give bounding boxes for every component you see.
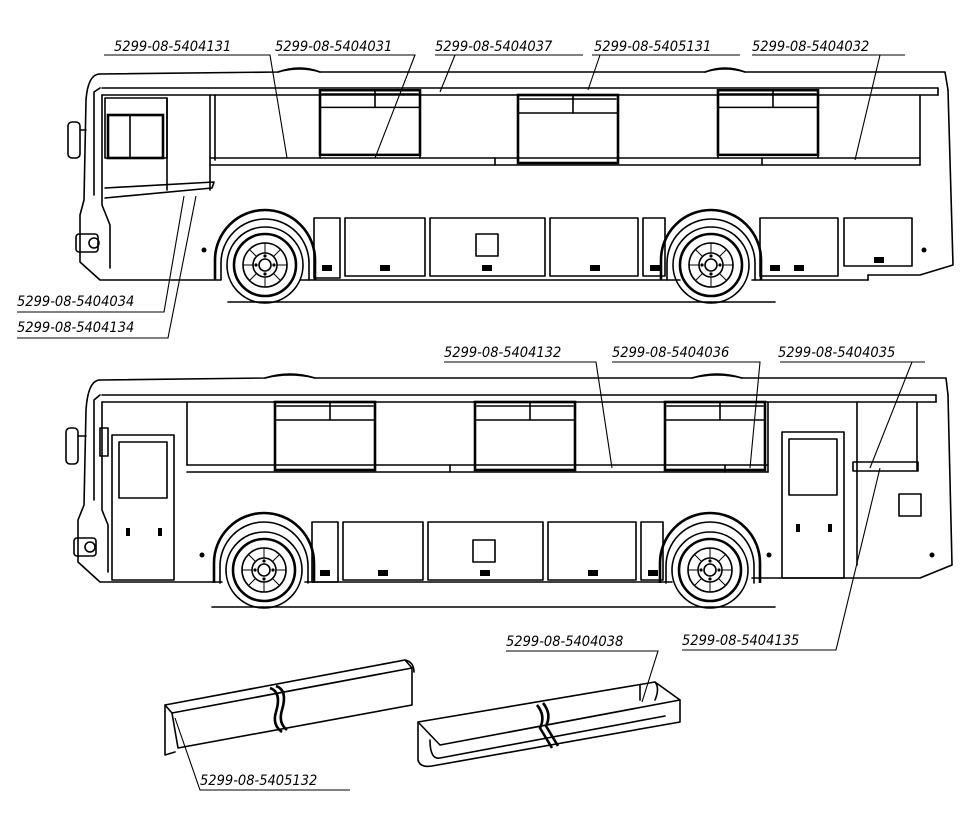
label-5404034: 5299-08-5404034 [17,294,134,310]
label-5404134: 5299-08-5404134 [17,320,134,336]
label-5404132: 5299-08-5404132 [444,345,561,361]
detail-molding-right [417,681,681,768]
part-number-labels: 5299-08-5404131 5299-08-5404031 5299-08-… [17,39,895,789]
label-5404031: 5299-08-5404031 [275,39,392,55]
bus-right-side-view [65,373,953,610]
label-5404131: 5299-08-5404131 [114,39,231,55]
label-5404035: 5299-08-5404035 [778,345,895,361]
label-5404032: 5299-08-5404032 [752,39,869,55]
label-5404037: 5299-08-5404037 [435,39,553,55]
label-5405132: 5299-08-5405132 [200,773,317,789]
detail-molding-left [164,659,415,756]
leader-lines [17,54,925,791]
label-5404036: 5299-08-5404036 [612,345,729,361]
label-5404038: 5299-08-5404038 [506,634,623,650]
bus-left-side-view [67,67,954,305]
label-5404135: 5299-08-5404135 [682,633,799,649]
label-5405131: 5299-08-5405131 [594,39,711,55]
